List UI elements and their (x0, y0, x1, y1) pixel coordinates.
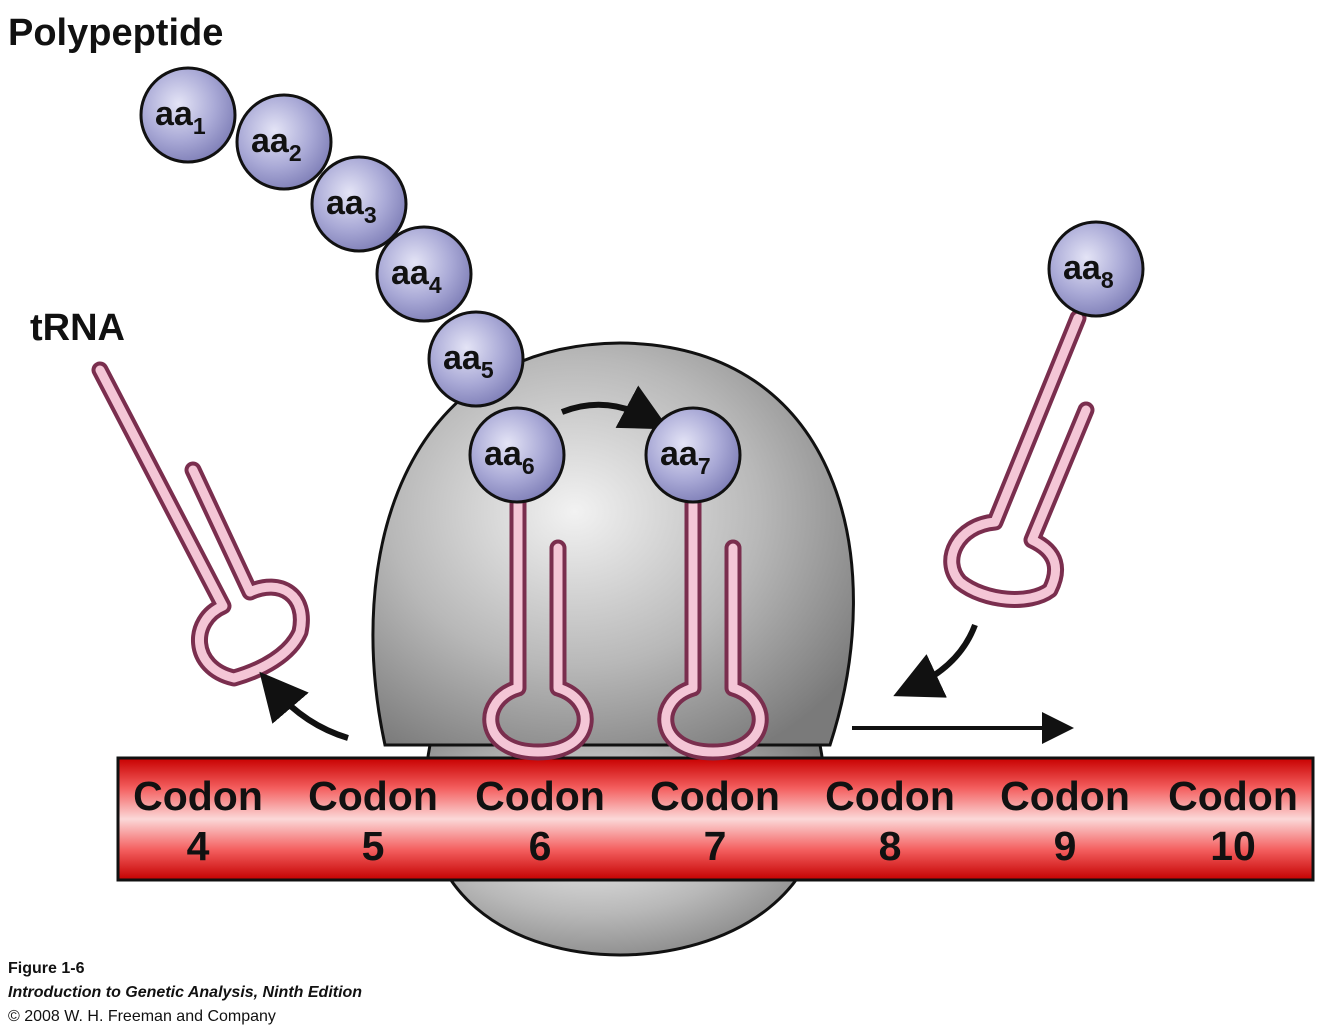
svg-text:aa8: aa8 (1063, 249, 1114, 293)
trna-label: tRNA (30, 307, 125, 349)
svg-text:aa4: aa4 (391, 254, 442, 298)
book-title: Introduction to Genetic Analysis, Ninth … (8, 984, 363, 1001)
codon-9: Codon 9 (1000, 773, 1130, 869)
trna-site-6 (482, 491, 594, 761)
svg-text:Codon: Codon (1168, 773, 1298, 819)
amino-acid-1: aa1 (139, 66, 237, 164)
entry-arrow (893, 623, 978, 698)
svg-text:aa3: aa3 (326, 184, 377, 228)
codon-10: Codon 10 (1168, 773, 1298, 869)
svg-text:Codon: Codon (650, 773, 780, 819)
svg-text:8: 8 (879, 823, 902, 869)
codon-8: Codon 8 (825, 773, 955, 869)
amino-acid-7: aa7 (644, 406, 742, 504)
svg-text:Codon: Codon (308, 773, 438, 819)
mrna-strand (116, 756, 1315, 882)
svg-text:Codon: Codon (825, 773, 955, 819)
figure-number: Figure 1-6 (8, 960, 85, 977)
amino-acid-8: aa8 (1047, 220, 1145, 318)
trna-left-departing (91, 361, 310, 687)
svg-text:4: 4 (187, 823, 210, 869)
svg-text:aa5: aa5 (443, 339, 494, 383)
svg-text:6: 6 (529, 823, 552, 869)
amino-acid-5: aa5 (427, 310, 525, 408)
amino-acid-3: aa3 (310, 155, 408, 253)
svg-text:aa7: aa7 (660, 435, 711, 479)
svg-text:Codon: Codon (1000, 773, 1130, 819)
peptide-transfer-arrow (560, 385, 670, 430)
amino-acid-6: aa6 (468, 406, 566, 504)
svg-text:Codon: Codon (475, 773, 605, 819)
polypeptide-label: Polypeptide (8, 12, 223, 54)
trna-incoming (943, 309, 1095, 608)
codon-5: Codon 5 (308, 773, 438, 869)
svg-text:aa1: aa1 (155, 95, 206, 139)
svg-text:Codon: Codon (133, 773, 263, 819)
svg-text:aa2: aa2 (251, 122, 302, 166)
svg-text:5: 5 (362, 823, 385, 869)
exit-arrow (259, 671, 349, 741)
svg-text:9: 9 (1054, 823, 1077, 869)
copyright-notice: © 2008 W. H. Freeman and Company (8, 1008, 276, 1025)
codon-4: Codon 4 (133, 773, 263, 869)
amino-acid-2: aa2 (235, 93, 333, 191)
svg-text:10: 10 (1210, 823, 1256, 869)
trna-site-7 (657, 491, 769, 761)
svg-text:aa6: aa6 (484, 435, 535, 479)
codon-7: Codon 7 (650, 773, 780, 869)
codon-6: Codon 6 (475, 773, 605, 869)
amino-acid-4: aa4 (375, 225, 473, 323)
svg-text:7: 7 (704, 823, 727, 869)
